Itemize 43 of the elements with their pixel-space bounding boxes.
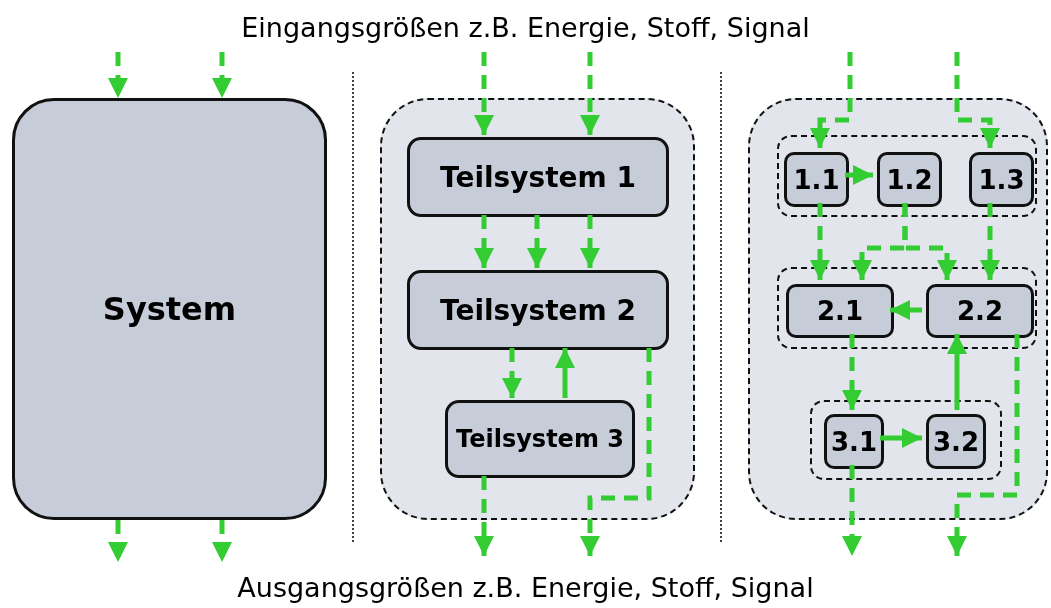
process-box: Teilsystem 3 bbox=[445, 400, 635, 478]
arrow bbox=[842, 465, 862, 556]
arrow bbox=[212, 520, 232, 562]
arrow bbox=[580, 52, 600, 135]
arrow bbox=[212, 52, 232, 98]
group-frame bbox=[810, 400, 1002, 480]
arrow bbox=[980, 203, 1000, 280]
arrow bbox=[947, 334, 967, 410]
arrow bbox=[580, 348, 652, 556]
process-box: 3.1 bbox=[824, 414, 884, 469]
arrow bbox=[502, 348, 522, 398]
arrow bbox=[108, 520, 128, 562]
arrow bbox=[527, 215, 547, 268]
group-frame bbox=[777, 135, 1037, 217]
arrow bbox=[954, 52, 1000, 148]
arrow bbox=[474, 215, 494, 268]
process-box: 2.2 bbox=[926, 284, 1034, 338]
process-box: Teilsystem 2 bbox=[407, 270, 669, 350]
arrow bbox=[845, 165, 873, 185]
system-boundary bbox=[748, 98, 1048, 520]
arrow bbox=[810, 203, 830, 280]
group-frame bbox=[777, 267, 1037, 349]
arrow bbox=[474, 476, 494, 556]
arrow bbox=[902, 203, 957, 280]
arrow bbox=[555, 348, 575, 398]
system-box: System bbox=[12, 98, 327, 520]
caption-text: Ausgangsgrößen z.B. Energie, Stoff, Signal bbox=[237, 572, 814, 603]
arrow bbox=[810, 52, 853, 148]
process-box: 1.1 bbox=[784, 152, 849, 207]
arrow bbox=[474, 52, 494, 135]
system-boundary bbox=[380, 98, 695, 520]
process-box: Teilsystem 1 bbox=[407, 137, 669, 217]
caption-text: Eingangsgrößen z.B. Energie, Stoff, Signal bbox=[241, 12, 810, 43]
arrow bbox=[580, 215, 600, 268]
arrow bbox=[108, 52, 128, 98]
process-box: 2.1 bbox=[786, 284, 894, 338]
process-box: 1.3 bbox=[969, 152, 1034, 207]
process-box: 1.2 bbox=[877, 152, 942, 207]
process-box: 3.2 bbox=[926, 414, 986, 469]
arrow bbox=[947, 334, 1020, 556]
arrow bbox=[842, 334, 862, 410]
arrow bbox=[880, 428, 922, 448]
arrow bbox=[890, 300, 922, 320]
